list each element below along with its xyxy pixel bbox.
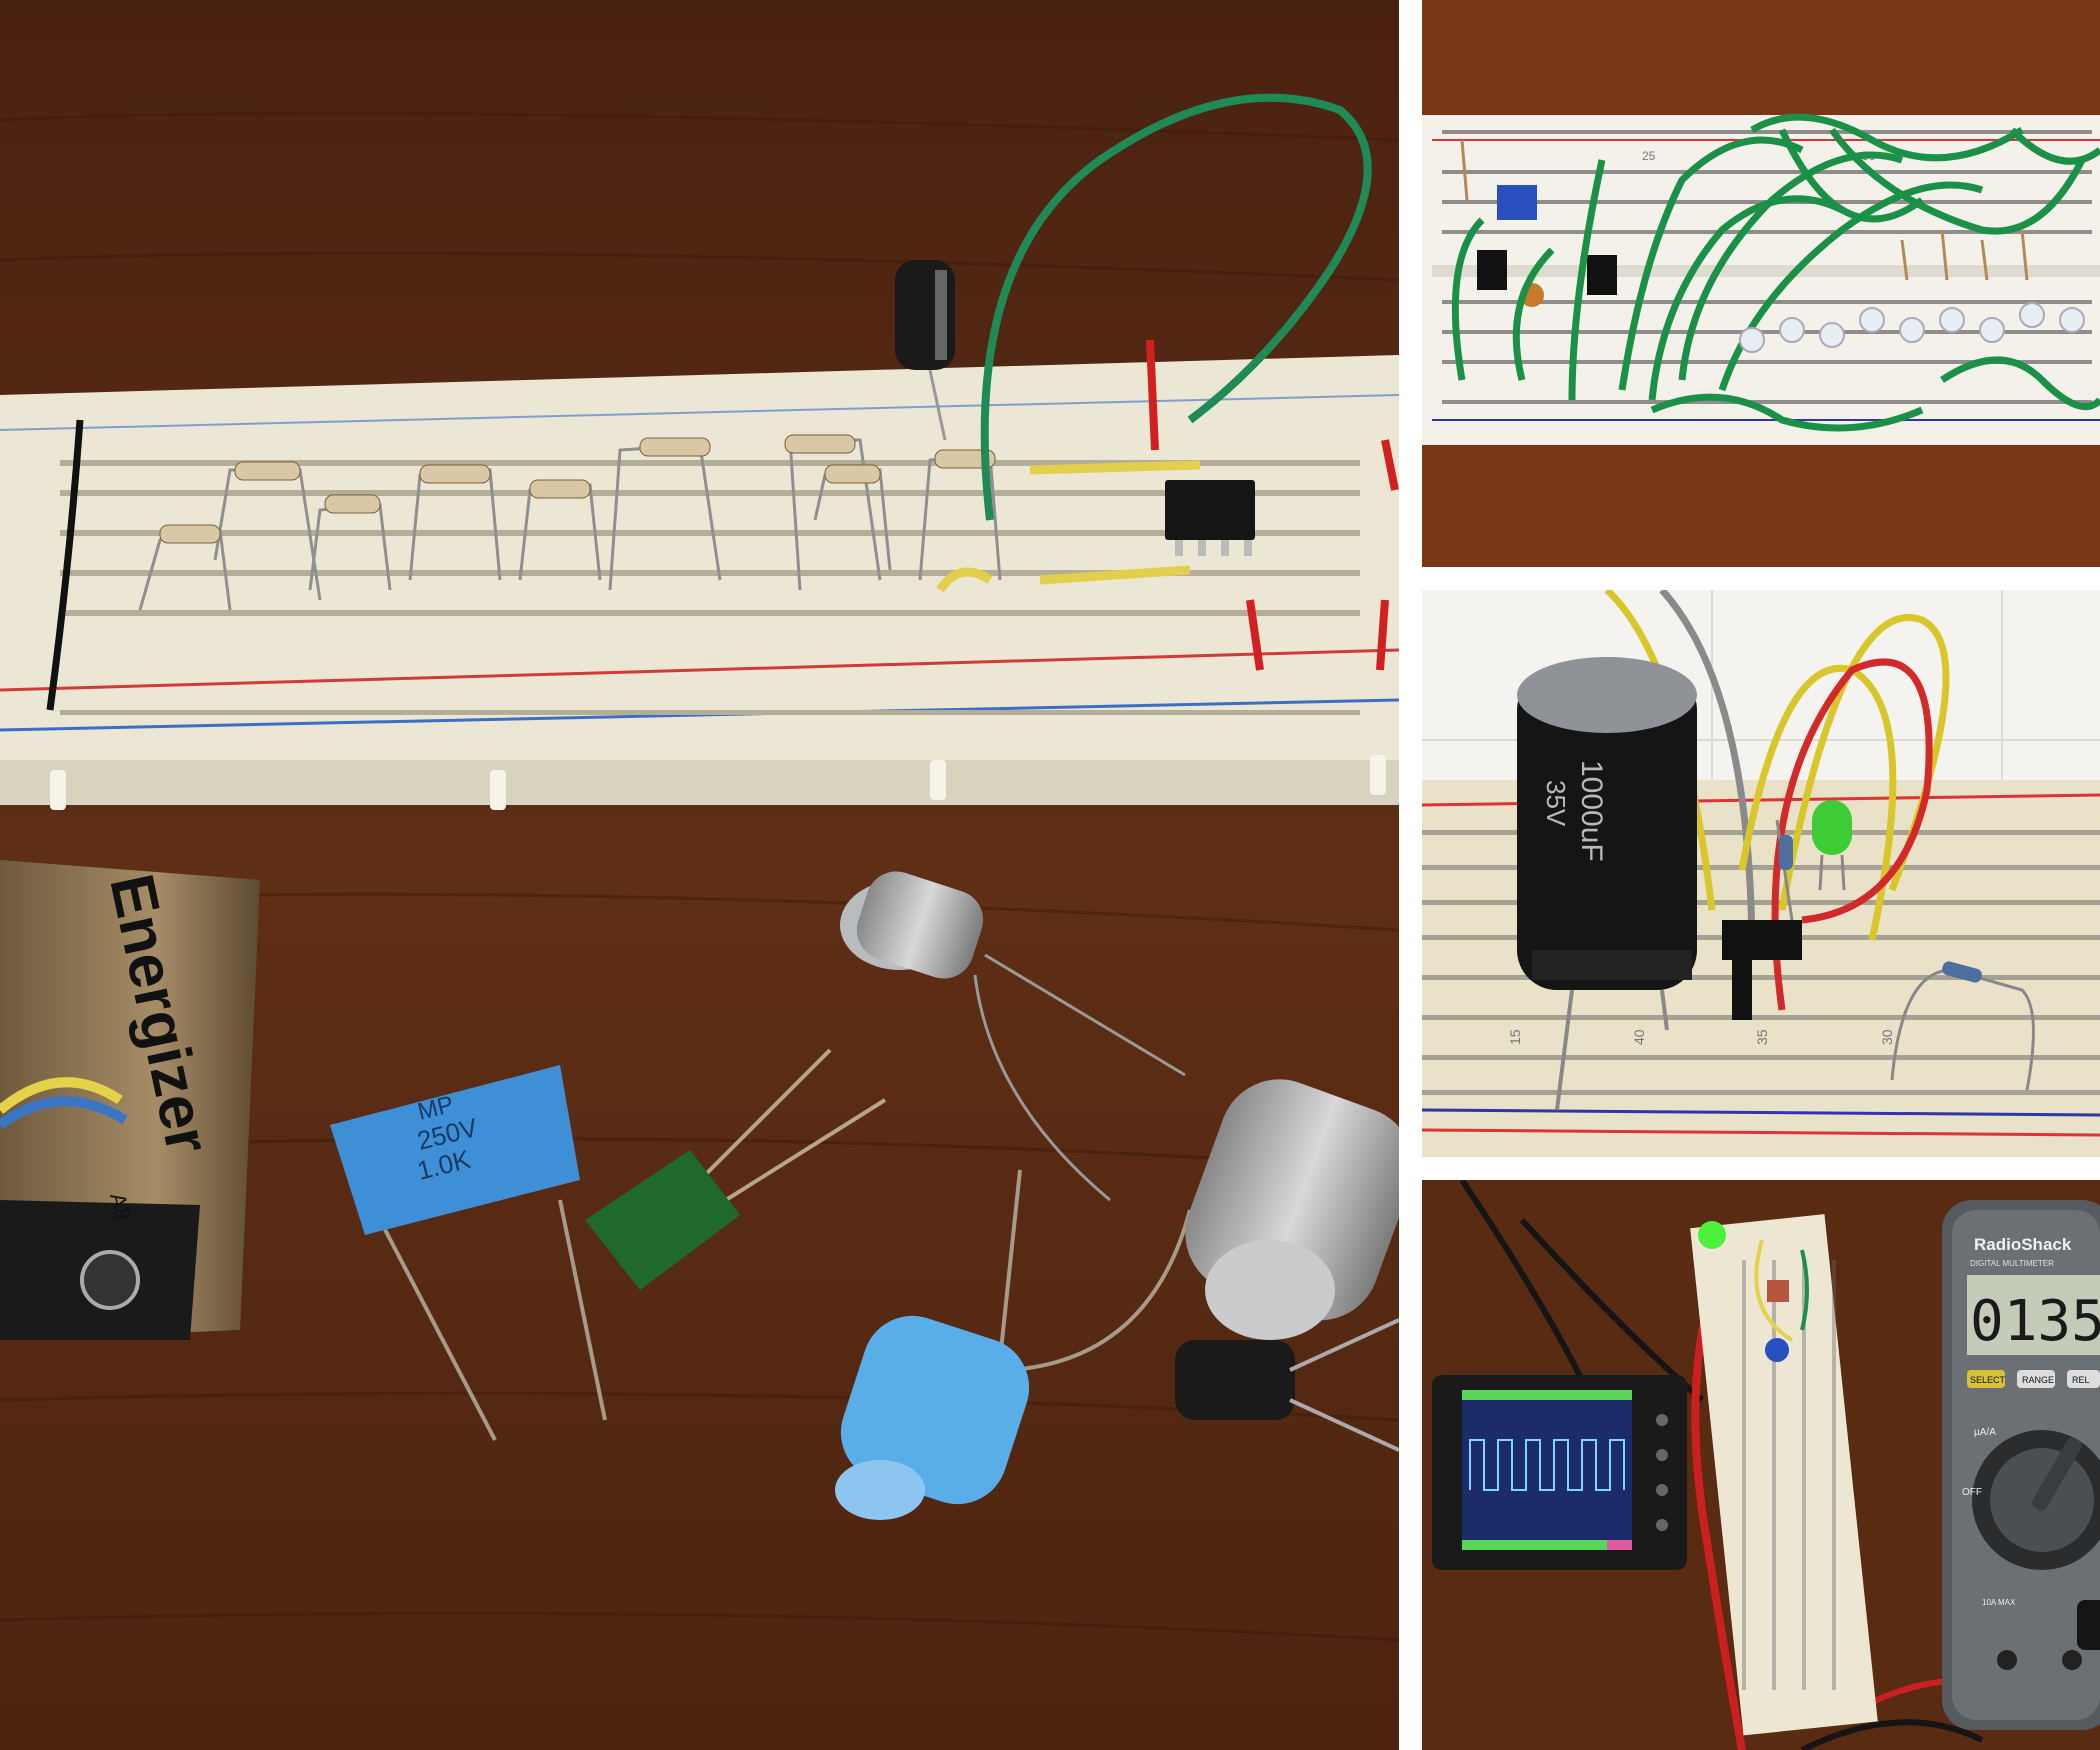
bottom-right-svg: RadioShack DIGITAL MULTIMETER 0135 SELEC… bbox=[1422, 1180, 2100, 1750]
cap-value-text: 1000uF bbox=[1575, 760, 1608, 862]
col-label-1: 40 bbox=[1631, 1029, 1647, 1045]
col-label-2: 35 bbox=[1754, 1029, 1770, 1045]
green-wire bbox=[980, 93, 1372, 521]
cap-voltage-text: 35V bbox=[1541, 780, 1571, 827]
small-black-capacitor bbox=[1175, 1318, 1399, 1452]
meter-btn-range: RANGE bbox=[2022, 1375, 2054, 1385]
photo-capacitor-led-breadboard: 40 35 30 15 1000uF 35V bbox=[1422, 590, 2100, 1157]
square-wave-trace bbox=[1469, 1439, 1625, 1491]
meter-dial-off: OFF bbox=[1962, 1487, 1982, 1498]
electrolytic-capacitor-on-board bbox=[895, 260, 955, 441]
meter-reading-text: 0135 bbox=[1970, 1289, 2100, 1354]
meter-btn-select: SELECT bbox=[1970, 1375, 2006, 1385]
breadboard bbox=[1422, 115, 2100, 445]
component-header bbox=[1722, 920, 1802, 960]
black-wire bbox=[46, 419, 84, 711]
meter-lcd bbox=[1967, 1275, 2100, 1355]
ic-chip-1 bbox=[1477, 250, 1507, 290]
large-silver-capacitor bbox=[1185, 1079, 1399, 1340]
meter-btn-rel: REL bbox=[2072, 1375, 2090, 1385]
resistors bbox=[1775, 819, 2035, 1091]
film-capacitor: MP 250V 1.0K bbox=[330, 1065, 607, 1441]
meter-dial-ua: µA/A bbox=[1974, 1427, 1996, 1438]
trimmer-potentiometer bbox=[1497, 185, 1537, 220]
green-led bbox=[1812, 800, 1852, 891]
ic-chip-2 bbox=[1587, 255, 1617, 295]
grey-electrolytic bbox=[840, 871, 1186, 1202]
photo-oscilloscope-multimeter: RadioShack DIGITAL MULTIMETER 0135 SELEC… bbox=[1422, 1180, 2100, 1750]
scope-screen bbox=[1462, 1390, 1632, 1550]
breadboard-vertical bbox=[1690, 1214, 1878, 1736]
top-right-svg: 25 50 bbox=[1422, 0, 2100, 567]
pocket-oscilloscope bbox=[1432, 1375, 1687, 1570]
col-label-3: 30 bbox=[1879, 1029, 1895, 1045]
meter-model-text: DIGITAL MULTIMETER bbox=[1970, 1259, 2054, 1268]
breadboard bbox=[0, 355, 1399, 810]
electrolytic-capacitor-1000uf: 1000uF 35V bbox=[1517, 657, 1697, 1111]
middle-right-svg: 40 35 30 15 1000uF 35V bbox=[1422, 590, 2100, 1157]
main-photo-svg: Energizer A8 MP 250V 1.0K bbox=[0, 0, 1399, 1750]
multimeter: RadioShack DIGITAL MULTIMETER 0135 SELEC… bbox=[1942, 1200, 2100, 1730]
green-jumper-wires bbox=[1451, 113, 2100, 432]
meter-brand-text: RadioShack bbox=[1974, 1235, 2072, 1254]
photo-led-chaser-breadboard: 25 50 bbox=[1422, 0, 2100, 567]
jumper-wires bbox=[1604, 590, 1950, 1011]
battery-size-text: A8 bbox=[105, 1191, 135, 1223]
meter-dial-10a: 10A MAX bbox=[1982, 1598, 2016, 1607]
row-label-a: 25 bbox=[1642, 149, 1656, 163]
leds bbox=[1739, 302, 2085, 353]
yellow-jumpers bbox=[936, 460, 1201, 593]
main-photo-breadboard-components: Energizer A8 MP 250V 1.0K bbox=[0, 0, 1399, 1750]
col-label-4: 15 bbox=[1507, 1029, 1523, 1045]
blue-electrolytic bbox=[835, 1169, 1192, 1520]
green-capacitor bbox=[585, 1048, 887, 1290]
small-resistors bbox=[1460, 139, 2029, 281]
wood-table bbox=[0, 0, 1399, 1750]
red-jumpers bbox=[1146, 339, 1399, 671]
battery-9v: Energizer A8 bbox=[0, 860, 260, 1340]
ic-chip-on-board bbox=[1165, 480, 1255, 556]
